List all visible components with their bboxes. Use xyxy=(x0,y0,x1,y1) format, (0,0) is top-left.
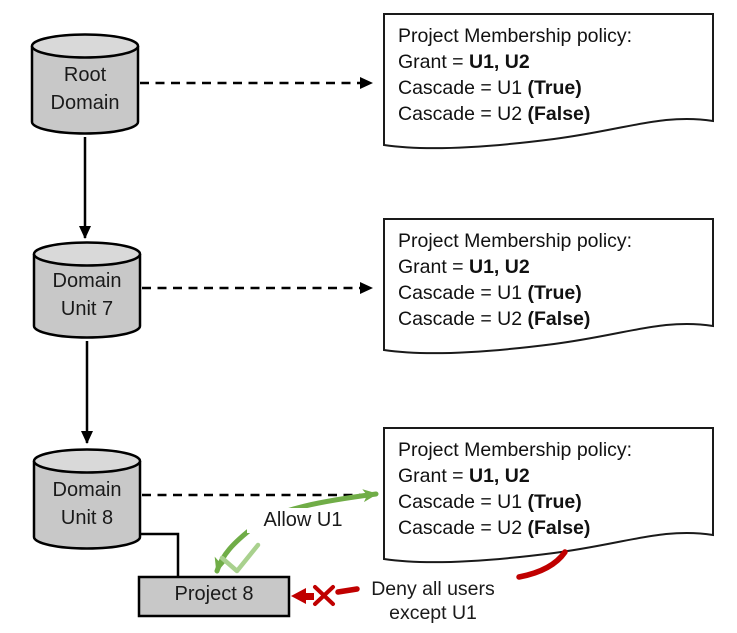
node-label-domain-unit8: Domain Unit 8 xyxy=(32,476,142,532)
policy-cascade-u2-line: Cascade = U2 (False) xyxy=(398,515,632,541)
policy-document-1 xyxy=(383,13,714,150)
node-label-line: Unit 7 xyxy=(60,298,114,320)
node-label-line: Domain xyxy=(52,479,122,501)
policy-grant-line: Grant = U1, U2 xyxy=(398,463,632,489)
elbow-connector-unit8-project8 xyxy=(140,532,180,576)
node-label-root-domain: Root Domain xyxy=(30,61,140,117)
policy-cascade-u2-line: Cascade = U2 (False) xyxy=(398,101,632,127)
node-label-line: Root xyxy=(63,64,107,86)
node-label-domain-unit7: Domain Unit 7 xyxy=(32,267,142,323)
node-label-line: Unit 8 xyxy=(60,507,114,529)
project8-box xyxy=(137,575,291,618)
policy-document-2 xyxy=(383,218,714,355)
policy-cascade-u1-value: (True) xyxy=(527,491,582,513)
node-label-line: Domain xyxy=(50,92,120,114)
policy-cascade-u2-value: (False) xyxy=(527,308,591,330)
policy-grant-users: U1, U2 xyxy=(469,256,530,278)
policy-title: Project Membership policy: xyxy=(398,230,633,252)
deny-arrow-curve xyxy=(516,549,568,580)
policy-grant-label: Grant = xyxy=(398,51,469,73)
deny-label-line2: except U1 xyxy=(389,602,477,624)
policy-note-text-3: Project Membership policy: Grant = U1, U… xyxy=(398,437,632,541)
project8-label: Project 8 xyxy=(174,583,254,605)
policy-cascade-u1-line: Cascade = U1 (True) xyxy=(398,280,632,306)
cylinder-top-ellipse xyxy=(32,448,142,474)
policy-grant-users: U1, U2 xyxy=(469,51,530,73)
policy-cascade-u2-label: Cascade = U2 xyxy=(398,103,528,125)
policy-cascade-u1-label: Cascade = U1 xyxy=(398,77,528,99)
policy-note-text-2: Project Membership policy: Grant = U1, U… xyxy=(398,228,632,332)
cylinder-root-domain xyxy=(30,33,140,135)
deny-arrow-dash xyxy=(335,586,360,595)
policy-cascade-u2-line: Cascade = U2 (False) xyxy=(398,306,632,332)
policy-cascade-u2-label: Cascade = U2 xyxy=(398,517,528,539)
policy-grant-label: Grant = xyxy=(398,256,469,278)
policy-cascade-u1-line: Cascade = U1 (True) xyxy=(398,75,632,101)
x-icon xyxy=(313,585,335,606)
cylinder-top-ellipse xyxy=(30,33,140,59)
cylinder-domain-unit8 xyxy=(32,448,142,550)
policy-cascade-u1-value: (True) xyxy=(527,282,582,304)
policy-cascade-u1-label: Cascade = U1 xyxy=(398,491,528,513)
policy-note-text-1: Project Membership policy: Grant = U1, U… xyxy=(398,23,632,127)
policy-grant-line: Grant = U1, U2 xyxy=(398,254,632,280)
policy-cascade-u2-label: Cascade = U2 xyxy=(398,308,528,330)
deny-label-line1: Deny all users xyxy=(371,578,495,600)
policy-grant-users: U1, U2 xyxy=(469,465,530,487)
policy-cascade-u1-value: (True) xyxy=(527,77,582,99)
policy-cascade-u2-value: (False) xyxy=(527,103,591,125)
policy-cascade-u2-value: (False) xyxy=(527,517,591,539)
policy-grant-label: Grant = xyxy=(398,465,469,487)
policy-document-3 xyxy=(383,427,714,564)
allow-u1-label: Allow U1 xyxy=(247,508,359,533)
policy-cascade-u1-line: Cascade = U1 (True) xyxy=(398,489,632,515)
policy-title: Project Membership policy: xyxy=(398,439,633,461)
deny-arrowhead xyxy=(291,588,314,604)
policy-cascade-u1-label: Cascade = U1 xyxy=(398,282,528,304)
policy-grant-line: Grant = U1, U2 xyxy=(398,49,632,75)
node-label-line: Domain xyxy=(52,270,122,292)
cylinder-top-ellipse xyxy=(32,241,142,267)
policy-title: Project Membership policy: xyxy=(398,25,633,47)
deny-label: Deny all users except U1 xyxy=(352,577,514,625)
cylinder-domain-unit7 xyxy=(32,241,142,339)
